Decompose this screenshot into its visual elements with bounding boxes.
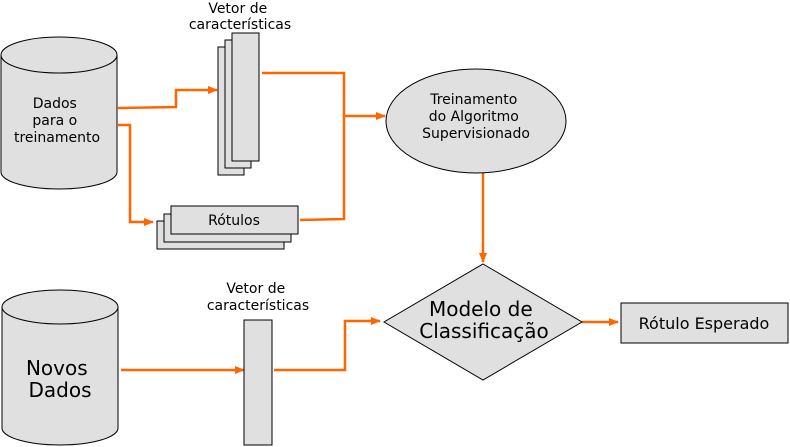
connectors (117, 71, 619, 374)
vector-card-front (231, 32, 260, 162)
training-data-label-line3: treinamento (14, 130, 100, 146)
cylinder-top (0, 36, 118, 74)
arrow-data-to-labels (118, 123, 154, 226)
classification-model-node: Modelo de Classificação (383, 263, 583, 381)
svg-text:Novos Dados: Novos Dados (26, 356, 94, 402)
labels-card-front (170, 205, 299, 235)
cylinder-top (1, 289, 119, 325)
model-label-line1: Modelo de (429, 297, 533, 321)
cylinder-body (0, 55, 118, 190)
prediction-feature-vector: Vetor de características (207, 281, 309, 446)
svg-text:Vetor de características: Vetor de características (189, 1, 291, 33)
svg-text:Modelo de Classificação: Modelo de Classificação (419, 297, 549, 343)
arrow-vector-to-algorithm (262, 71, 386, 120)
svg-text:Vetor de características: Vetor de características (207, 281, 309, 314)
training-data-cylinder: Dados para o treinamento (0, 36, 118, 190)
new-data-label-line1: Novos (26, 356, 88, 380)
arrow-labels-to-algorithm (299, 116, 346, 222)
svg-text:Dados para o trein: Dados para o treinamento (14, 96, 100, 146)
training-vector-label-line1: Vetor de (208, 1, 267, 17)
expected-label-box (620, 302, 789, 344)
expected-label-node: Rótulo Esperado (620, 302, 789, 344)
algorithm-label-line1: Treinamento (429, 92, 517, 108)
training-data-label-line2: para o (32, 113, 77, 129)
prediction-vector-label-line2: características (207, 298, 309, 314)
labels-text: Rótulos (208, 213, 260, 229)
new-data-label-line2: Dados (28, 378, 91, 402)
prediction-vector-label-line1: Vetor de (226, 281, 285, 297)
prediction-vector-card (243, 319, 273, 446)
cylinder-body (1, 307, 119, 446)
model-diamond (383, 263, 583, 381)
new-data-cylinder: Novos Dados (1, 289, 119, 446)
training-vector-label-line2: características (189, 17, 291, 33)
algorithm-training-node: Treinamento do Algoritmo Supervisionado (385, 68, 567, 174)
training-data-label-line1: Dados (33, 96, 77, 112)
svg-text:Treinamento do Algoritmo: Treinamento do Algoritmo Supervisionado (422, 92, 530, 142)
model-label-line2: Classificação (419, 319, 549, 343)
algorithm-label-line3: Supervisionado (422, 126, 530, 142)
algorithm-label-line2: do Algoritmo (429, 109, 519, 125)
algorithm-ellipse (385, 68, 567, 174)
expected-label-text: Rótulo Esperado (639, 314, 770, 333)
arrow-data-to-vector (117, 86, 218, 110)
labels-stack: Rótulos (156, 205, 299, 250)
arrow-vector-to-model (274, 317, 381, 372)
training-feature-vector-stack: Vetor de características (189, 1, 291, 176)
